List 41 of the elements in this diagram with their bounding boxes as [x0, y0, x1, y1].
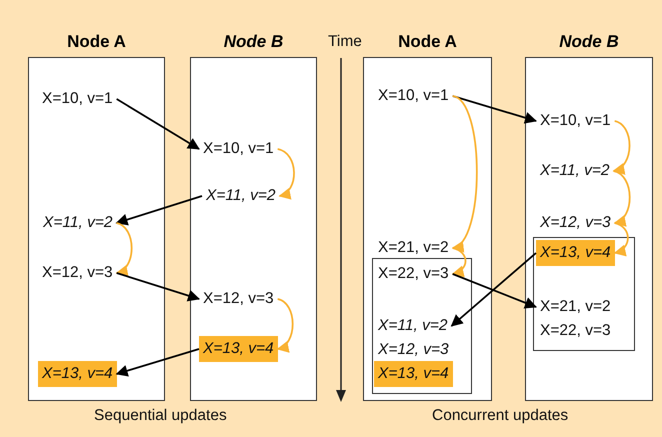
value-entry: X=11, v=2 — [39, 210, 117, 236]
column-heading: Node B — [558, 31, 620, 53]
value-entry: X=12, v=3 — [38, 260, 117, 286]
arrow — [452, 247, 466, 276]
value-entry: X=11, v=2 — [374, 313, 452, 339]
caption: Sequential updates — [94, 407, 227, 425]
highlighted-entry: X=13, v=4 — [536, 240, 615, 266]
arrow — [116, 98, 200, 150]
arrow — [612, 120, 630, 173]
value-entry: X=12, v=3 — [536, 210, 615, 236]
value-entry: X=11, v=2 — [536, 158, 614, 184]
value-entry: X=22, v=3 — [374, 261, 453, 287]
arrow — [276, 298, 294, 351]
value-entry: X=12, v=3 — [374, 337, 453, 363]
value-entry: X=12, v=3 — [199, 286, 278, 312]
arrow — [452, 273, 537, 309]
column-heading: Node B — [222, 31, 284, 53]
value-entry: X=21, v=2 — [536, 294, 615, 320]
value-entry: X=10, v=1 — [536, 108, 615, 134]
column-heading: Node A — [397, 31, 458, 53]
highlighted-entry: X=13, v=4 — [374, 361, 453, 387]
value-entry: X=10, v=1 — [374, 83, 453, 109]
arrow — [116, 222, 133, 275]
group-box — [372, 258, 472, 394]
arrow — [614, 222, 629, 256]
group-box — [533, 237, 635, 351]
value-entry: X=11, v=2 — [202, 183, 280, 209]
highlighted-entry: X=13, v=4 — [38, 361, 117, 387]
value-entry: X=10, v=1 — [199, 136, 278, 162]
column-heading: Node A — [66, 31, 127, 53]
time-label: Time — [328, 33, 362, 51]
arrow — [116, 348, 200, 377]
highlighted-entry: X=13, v=4 — [199, 336, 278, 362]
arrow — [450, 252, 537, 327]
arrow — [277, 148, 295, 198]
value-entry: X=22, v=3 — [536, 318, 615, 344]
arrow — [613, 170, 631, 225]
arrow — [116, 272, 200, 302]
caption: Concurrent updates — [432, 407, 568, 425]
value-entry: X=21, v=2 — [374, 235, 453, 261]
value-entry: X=10, v=1 — [38, 86, 117, 112]
